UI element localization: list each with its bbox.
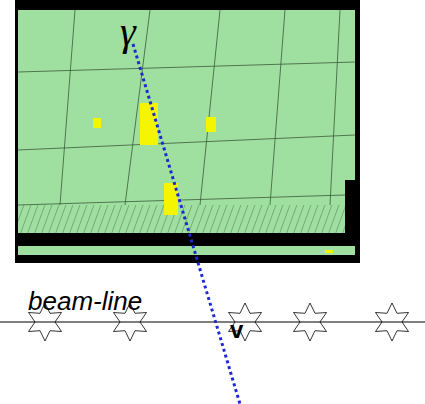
panel-edge [345,180,360,235]
star-symbol [376,303,409,341]
hatching [18,205,345,233]
vertex-label: v [230,316,243,344]
photon-label: γ [120,8,136,55]
hatched-layer [18,205,345,233]
inner-strip [18,246,355,255]
cell-grid [18,10,355,205]
star-symbol [294,303,327,341]
energy-deposits [93,103,333,253]
beam-line [0,321,425,322]
calorimeter-cells [18,10,355,205]
photon-track [133,44,240,404]
beam-line-label: beam-line [28,286,142,317]
